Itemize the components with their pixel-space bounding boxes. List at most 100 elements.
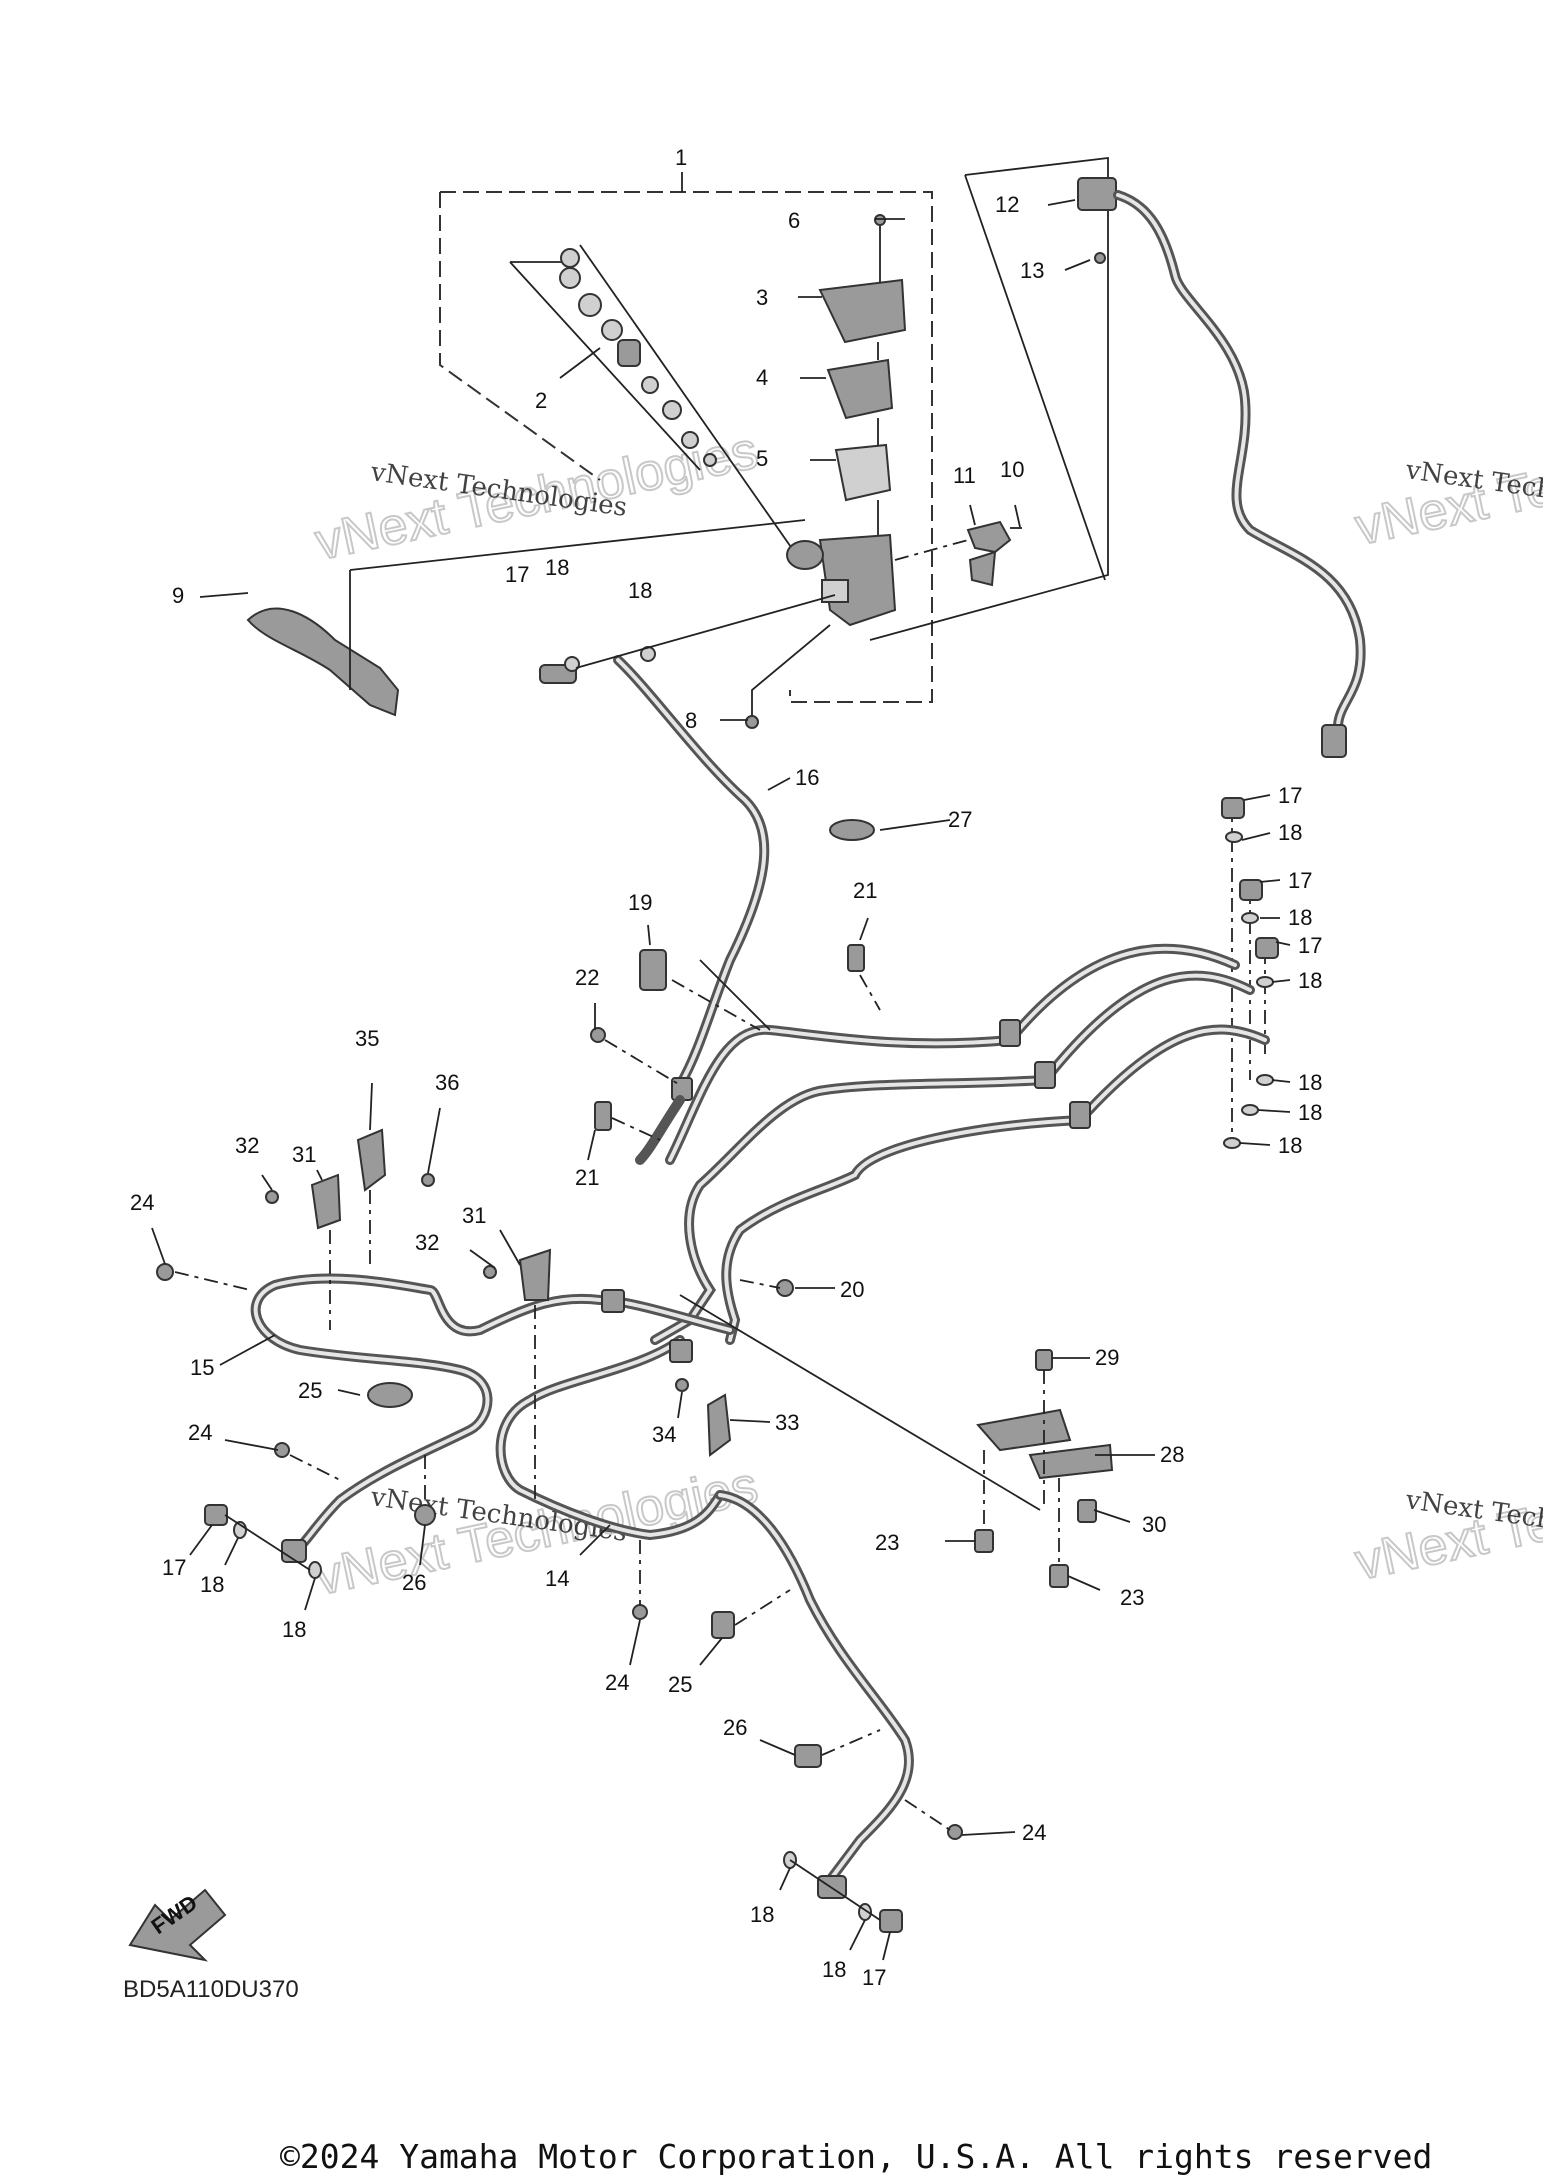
hose-clamp-upper [601, 1289, 625, 1313]
lever-blade [246, 607, 400, 717]
callout-28: 28 [1160, 1442, 1184, 1467]
switch-bracket [968, 550, 997, 587]
boot-part [662, 400, 682, 420]
pipe-leader [699, 959, 771, 1031]
clip-27 [829, 819, 875, 841]
callout-17-b: 17 [1288, 868, 1312, 893]
bolt-17-a [1221, 797, 1245, 819]
callout-19: 19 [628, 890, 652, 915]
callout-21-upper: 21 [853, 878, 877, 903]
cap-3 [818, 278, 907, 344]
callout-18-left-b: 18 [282, 1617, 306, 1642]
washer-part [559, 267, 581, 289]
hose-16-lower [635, 1095, 685, 1165]
clip-25-center-axis [734, 1589, 791, 1626]
lower-hoses [250, 1273, 914, 1899]
bolt-17-c [1255, 937, 1279, 959]
mc-clamp [786, 540, 824, 570]
callout-8: 8 [685, 708, 697, 733]
callout-17-mc: 17 [505, 562, 529, 587]
callout-32-lower: 32 [415, 1230, 439, 1255]
guide-19 [639, 949, 667, 991]
hose-16-inner [616, 658, 767, 1087]
clip-24-center [632, 1604, 648, 1620]
pin-part [703, 453, 717, 467]
callout-13: 13 [1020, 258, 1044, 283]
brake-pipes [650, 943, 1270, 1345]
clip-24-lower [947, 1824, 963, 1840]
callout-4: 4 [756, 365, 768, 390]
copyright-footer: ©2024 Yamaha Motor Corporation, U.S.A. A… [280, 2137, 1432, 2176]
fwd-arrow-icon [128, 1888, 227, 1962]
callout-17-a: 17 [1278, 783, 1302, 808]
callout-18-left-a: 18 [200, 1572, 224, 1597]
callout-9: 9 [172, 583, 184, 608]
callout-30: 30 [1142, 1512, 1166, 1537]
callout-18-a: 18 [1278, 820, 1302, 845]
reservoir-fitting [1321, 724, 1347, 758]
bracket-28-leader [679, 1294, 1041, 1511]
hose-rear-inner [718, 1493, 911, 1882]
clip-24-mid-axis [289, 1454, 341, 1481]
switch-axis [894, 539, 969, 561]
reservoir-bracket [869, 156, 1109, 641]
reservoir-12 [1077, 177, 1117, 211]
callout-17-left: 17 [162, 1555, 186, 1580]
bolt-17-left-axis [224, 1514, 311, 1571]
bolt-17-rear-axis [789, 1859, 881, 1921]
watermark-top-right: vNext Technologies vNext Technologies [1349, 405, 1543, 557]
master-cylinder-assembly [439, 172, 1022, 729]
washer-18-d [1256, 1074, 1274, 1086]
callout-10: 10 [1000, 457, 1024, 482]
callout-21-lower: 21 [575, 1165, 599, 1190]
callout-2: 2 [535, 388, 547, 413]
watermark-group: vNext Technologies vNext Technologies vN… [309, 405, 1543, 1607]
callout-18-rear-b: 18 [822, 1957, 846, 1982]
bolt-22-axis [604, 1039, 681, 1086]
spring-part [560, 248, 580, 268]
lever-pivot-axis [349, 519, 806, 690]
grommet-21b-axis [611, 1117, 661, 1141]
ring-part [641, 376, 659, 394]
diagram-code: BD5A110DU370 [123, 1976, 299, 2003]
bolt-30 [1077, 1499, 1097, 1523]
clamp-31-lower [518, 1248, 552, 1301]
exploded-axis-2 [509, 261, 701, 471]
switch-11 [966, 520, 1012, 554]
callout-1: 1 [675, 145, 687, 170]
callout-25-center: 25 [668, 1672, 692, 1697]
callout-36: 36 [435, 1070, 459, 1095]
clip-part [681, 431, 699, 449]
callout-14: 14 [545, 1566, 569, 1591]
callout-18-b: 18 [1288, 905, 1312, 930]
pipe-clamp-a [999, 1019, 1021, 1047]
clip-26-left [414, 1504, 436, 1526]
callout-24-mid: 24 [188, 1420, 212, 1445]
clip-20-axis [739, 1279, 781, 1289]
bracket-28-lower [1028, 1443, 1114, 1480]
clamp-35 [356, 1128, 387, 1192]
brake-lever-9 [246, 519, 806, 717]
washer-18-f [1223, 1137, 1241, 1149]
hose-15-inner [253, 1276, 732, 1553]
plate-5 [834, 443, 892, 502]
callout-23-left: 23 [875, 1530, 899, 1555]
bolt-8-axis [751, 624, 831, 716]
mc-banjo-port [821, 579, 849, 603]
bolt-36 [421, 1173, 435, 1187]
bolt-17-rear [879, 1909, 903, 1933]
callout-27: 27 [948, 807, 972, 832]
callout-32-upper: 32 [235, 1133, 259, 1158]
callout-11: 11 [953, 463, 976, 488]
clip-25-left [367, 1382, 413, 1408]
piston-part [617, 339, 641, 367]
brake-hose-16 [613, 655, 770, 1165]
callout-6: 6 [788, 208, 800, 233]
bracket-28-group [679, 1294, 1114, 1588]
screw-13 [1094, 252, 1106, 264]
exploded-axis-b [579, 244, 801, 561]
bolt-32-lower [483, 1265, 497, 1279]
washer-18-c [1256, 976, 1274, 988]
callout-29: 29 [1095, 1345, 1119, 1370]
